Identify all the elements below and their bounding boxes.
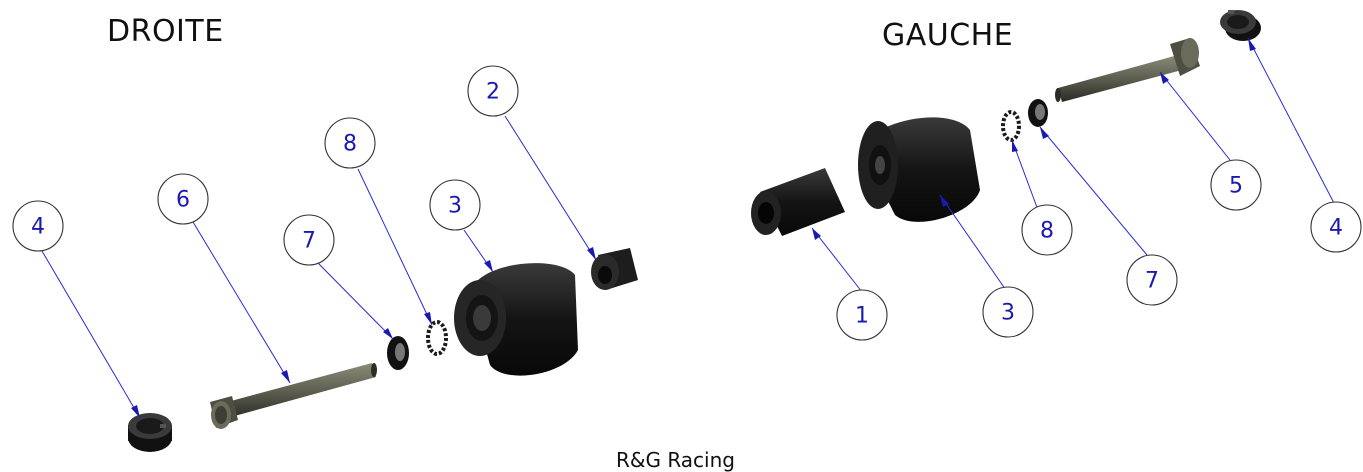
svg-text:3: 3	[1001, 301, 1015, 326]
droite-lock-washer-part	[426, 320, 448, 356]
leader-droite-2	[504, 115, 597, 261]
arrowhead-droite-2	[587, 247, 596, 260]
leader-lines	[41, 37, 1336, 419]
svg-text:4: 4	[31, 215, 45, 240]
droite-end-cap-part	[128, 413, 172, 452]
arrowhead-gauche-4	[1248, 38, 1256, 51]
svg-text:1: 1	[855, 304, 869, 329]
balloon-droite-7: 7	[283, 214, 335, 266]
svg-text:8: 8	[343, 132, 357, 157]
balloon-gauche-8: 8	[1021, 204, 1073, 256]
balloon-gauche-5: 5	[1210, 159, 1262, 211]
balloon-droite-6: 6	[157, 173, 209, 225]
arrowhead-gauche-3	[940, 195, 949, 207]
balloon-gauche-4: 4	[1310, 201, 1362, 253]
title-gauche: GAUCHE	[882, 18, 1014, 53]
balloon-gauche-7: 7	[1126, 254, 1178, 306]
gauche-bolt-part	[1055, 38, 1200, 102]
arrowhead-droite-8	[424, 312, 432, 325]
leader-droite-6	[192, 221, 291, 384]
svg-text:5: 5	[1229, 174, 1243, 199]
droite-spacer-part	[591, 248, 638, 290]
droite-bolt-part	[210, 363, 377, 429]
balloon-droite-3: 3	[429, 179, 481, 231]
balloon-droite-8: 8	[324, 117, 376, 169]
balloon-droite-2: 2	[467, 65, 519, 117]
balloon-droite-4: 4	[12, 200, 64, 252]
droite-flat-washer-part	[387, 336, 409, 370]
svg-text:8: 8	[1040, 219, 1054, 244]
arrowhead-gauche-8	[1012, 140, 1018, 152]
gauche-end-cap-part	[1220, 10, 1261, 41]
svg-text:6: 6	[176, 188, 190, 213]
leader-gauche-3	[939, 194, 1009, 294]
leader-gauche-8	[1011, 139, 1039, 211]
svg-text:3: 3	[448, 194, 462, 219]
leader-droite-8	[357, 168, 433, 326]
balloons-droite: 4 6 7 8 3 2	[12, 65, 519, 266]
arrowhead-droite-6	[281, 370, 290, 383]
balloons-gauche: 1 3 8 7 5 4	[836, 159, 1362, 341]
svg-text:7: 7	[1145, 269, 1159, 294]
arrowhead-gauche-1	[812, 228, 821, 240]
gauche-flat-washer-part	[1028, 99, 1048, 127]
balloon-gauche-1: 1	[836, 289, 888, 341]
arrowhead-gauche-5	[1160, 72, 1169, 84]
leader-gauche-7	[1039, 126, 1148, 256]
leader-gauche-5	[1159, 71, 1231, 161]
svg-text:2: 2	[486, 80, 500, 105]
arrowhead-droite-3	[484, 260, 493, 272]
leader-gauche-4	[1247, 37, 1336, 206]
title-droite: DROITE	[107, 14, 224, 49]
balloon-gauche-3: 3	[982, 286, 1034, 338]
svg-text:4: 4	[1329, 216, 1343, 241]
svg-text:7: 7	[302, 229, 316, 254]
arrowhead-gauche-7	[1040, 127, 1049, 139]
leader-droite-4	[41, 250, 141, 419]
leader-droite-7	[317, 262, 394, 340]
droite-bobbin-part	[454, 263, 578, 376]
gauche-lock-washer-part	[1001, 110, 1021, 142]
arrowhead-droite-4	[131, 405, 140, 418]
leader-gauche-1	[811, 227, 863, 293]
arrowhead-droite-7	[383, 328, 393, 339]
gauche-bobbin-part	[858, 117, 980, 222]
gauche-spacer-sleeve-part	[751, 168, 845, 236]
